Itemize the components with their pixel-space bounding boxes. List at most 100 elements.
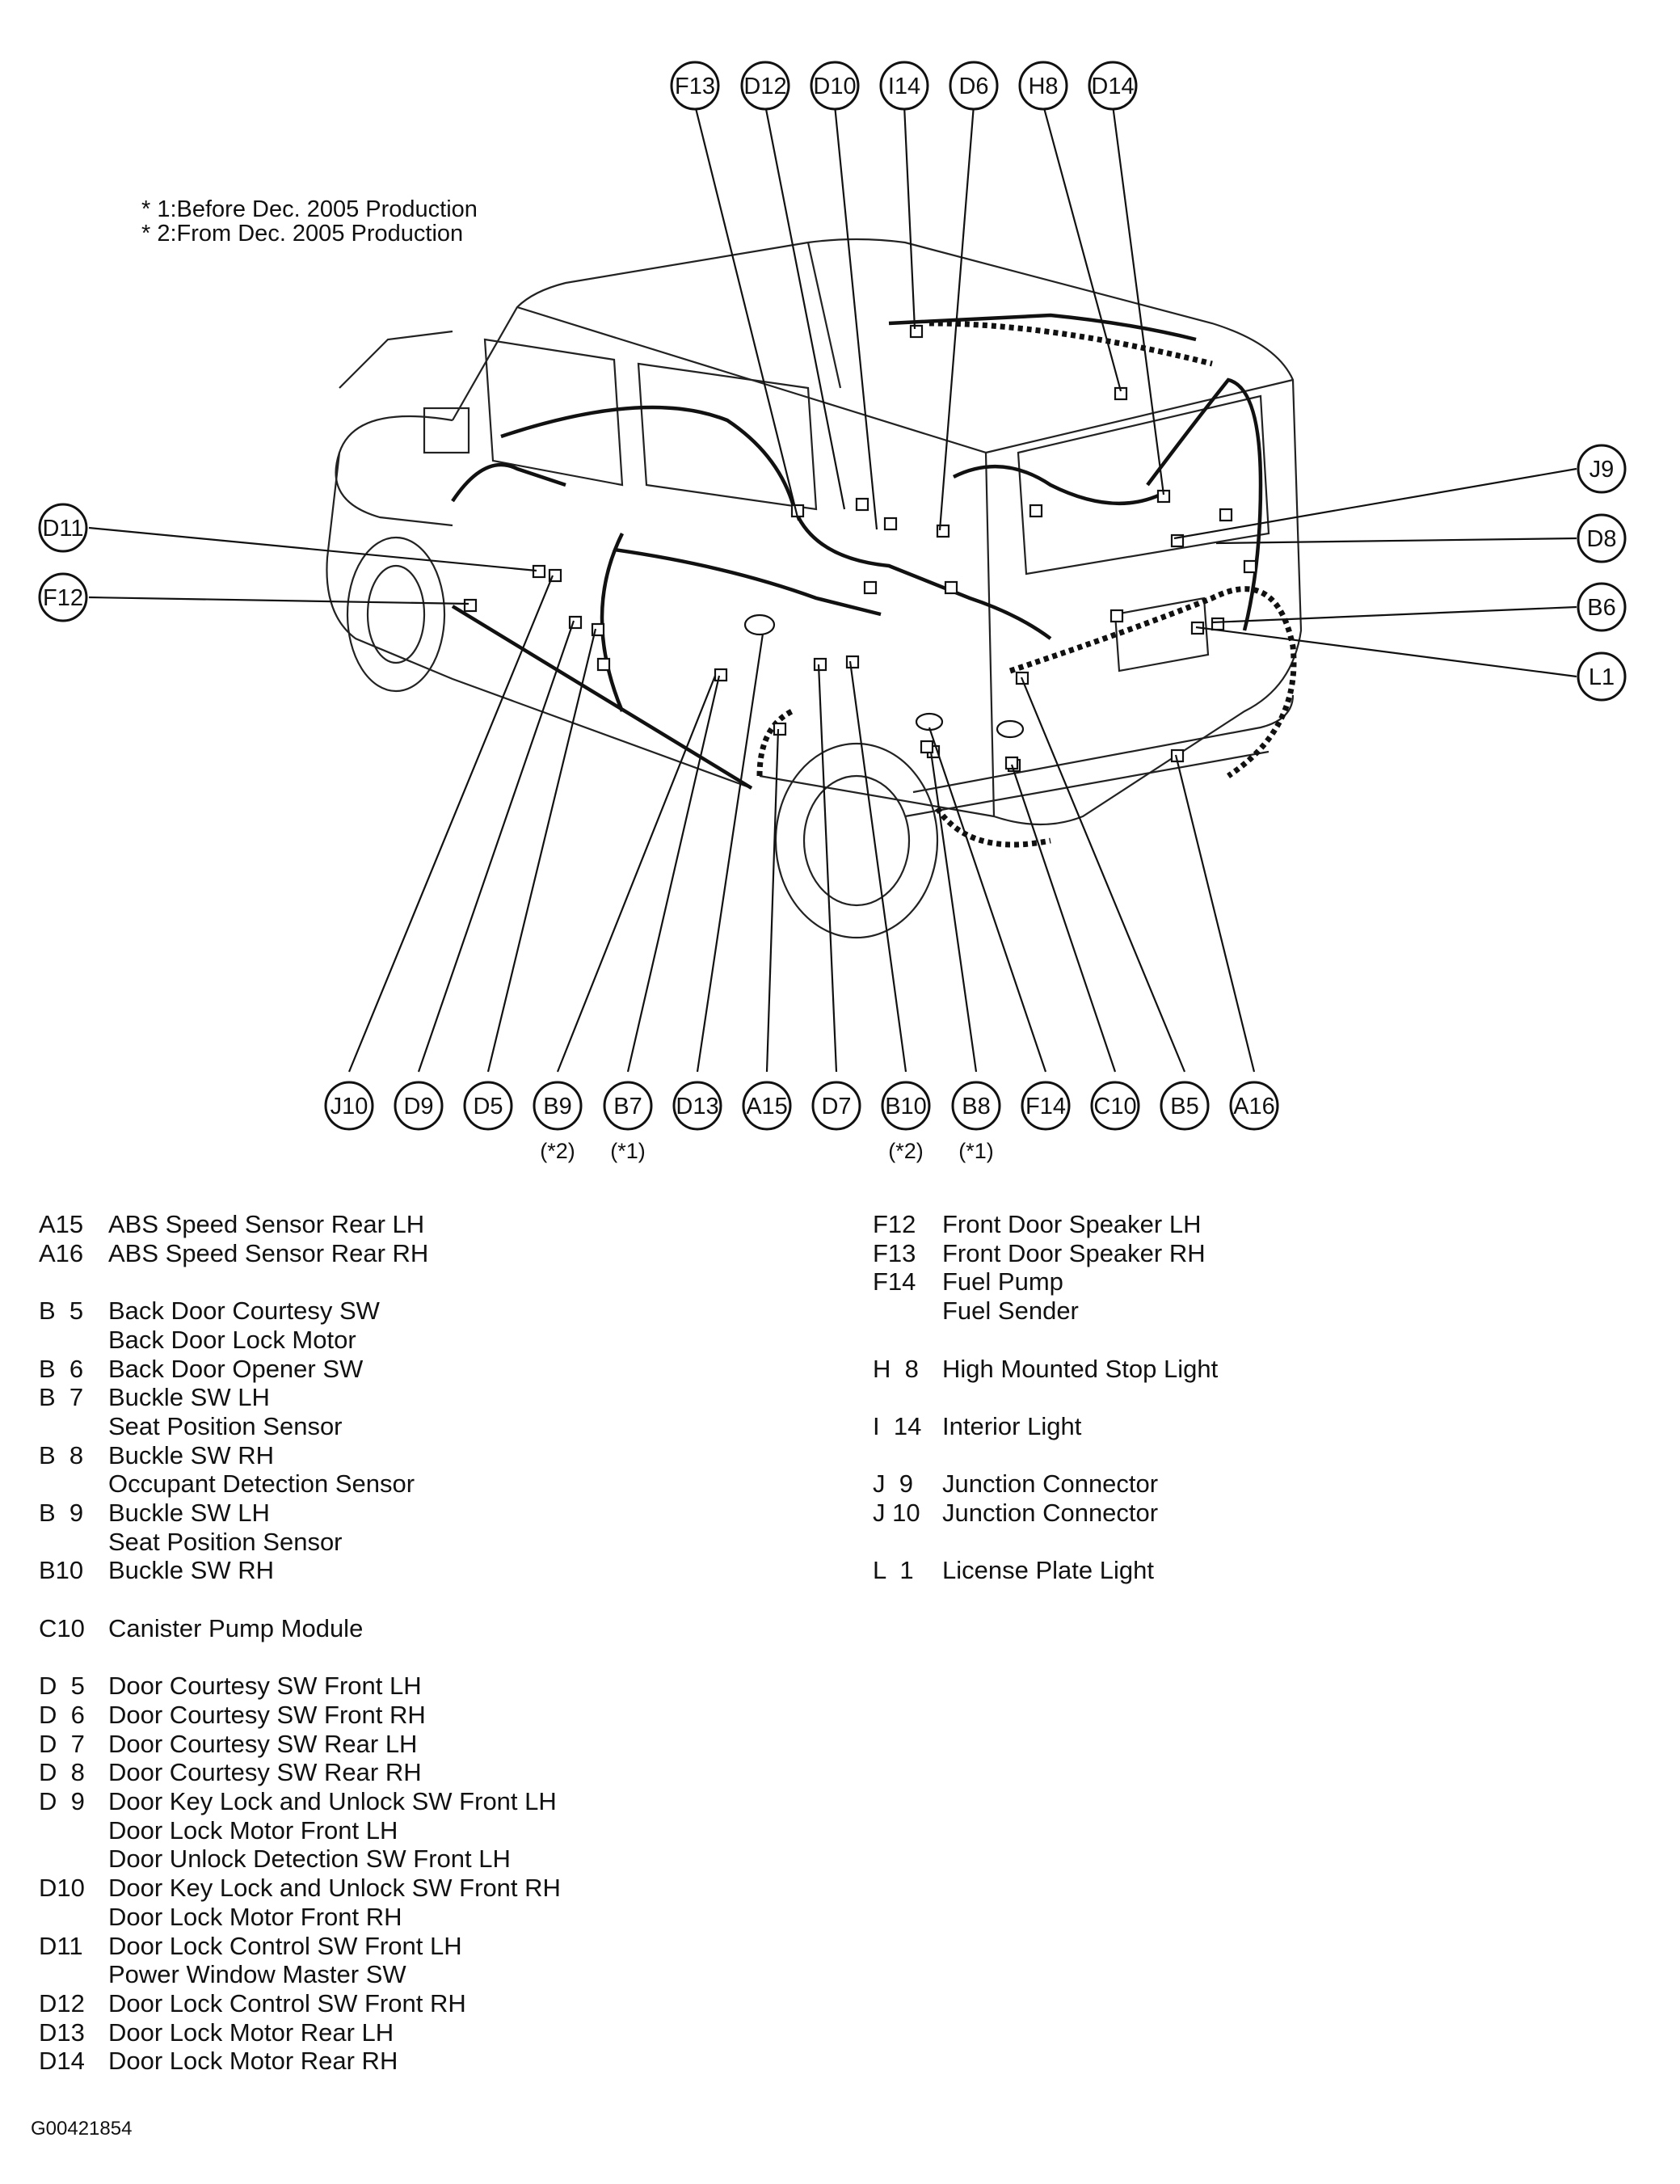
legend-names: Front Door Speaker RH bbox=[942, 1239, 1206, 1268]
callout-J10: J10 bbox=[324, 1081, 374, 1131]
callout-B10: B10(*2) bbox=[881, 1081, 931, 1163]
legend-names: Door Courtesy SW Rear LH bbox=[108, 1730, 417, 1759]
legend-code: I 14 bbox=[873, 1411, 922, 1440]
legend-code: B10 bbox=[39, 1556, 84, 1585]
callout-label: A16 bbox=[1233, 1094, 1275, 1119]
production-note: * 2:From Dec. 2005 Production bbox=[141, 221, 464, 247]
callout-D8: D8 bbox=[1577, 513, 1627, 563]
legend-gap bbox=[873, 1326, 1218, 1355]
legend-gap bbox=[39, 1267, 561, 1296]
callout-label: C10 bbox=[1093, 1094, 1136, 1119]
legend-entry: A16 ABS Speed Sensor Rear RH bbox=[39, 1239, 561, 1268]
callout-A15: A15 bbox=[742, 1081, 792, 1131]
legend-names: Front Door Speaker LH bbox=[942, 1210, 1201, 1239]
legend-component-name: Buckle SW RH bbox=[108, 1556, 274, 1585]
legend-component-name: ABS Speed Sensor Rear RH bbox=[108, 1238, 429, 1267]
callout-label: D5 bbox=[473, 1094, 503, 1119]
callout-note: (*1) bbox=[610, 1139, 646, 1163]
legend-component-name: Junction Connector bbox=[942, 1469, 1159, 1499]
legend-component-name: Door Lock Motor Front LH bbox=[108, 1815, 398, 1845]
callout-D10: D10 bbox=[810, 61, 860, 111]
legend-code: A15 bbox=[39, 1210, 84, 1238]
legend-names: Back Door Opener SW bbox=[108, 1355, 363, 1384]
callout-D14: D14 bbox=[1088, 61, 1138, 111]
callout-label: D9 bbox=[403, 1094, 433, 1119]
legend-code: B 8 bbox=[39, 1440, 84, 1469]
legend-names: Door Courtesy SW Front RH bbox=[108, 1701, 426, 1730]
legend-code: J 9 bbox=[873, 1469, 913, 1499]
legend-gap bbox=[873, 1383, 1218, 1412]
legend-component-name: Door Lock Control SW Front RH bbox=[108, 1988, 466, 2017]
legend-component-name: Seat Position Sensor bbox=[108, 1527, 343, 1556]
callout-B5: B5 bbox=[1160, 1081, 1210, 1131]
legend-component-name: Door Unlock Detection SW Front LH bbox=[108, 1845, 511, 1874]
callout-label: D10 bbox=[813, 74, 856, 99]
callout-label: B6 bbox=[1587, 595, 1615, 621]
callout-D11: D11 bbox=[38, 503, 88, 553]
callout-C10: C10 bbox=[1090, 1081, 1140, 1131]
legend-code: D14 bbox=[39, 2047, 85, 2076]
callout-label: L1 bbox=[1589, 664, 1615, 690]
legend-entry: I 14 Interior Light bbox=[873, 1412, 1218, 1441]
production-notes: * 1:Before Dec. 2005 Production * 2:From… bbox=[141, 197, 478, 246]
legend-code: L 1 bbox=[873, 1556, 914, 1585]
legend-component-name: Door Courtesy SW Front RH bbox=[108, 1700, 426, 1729]
legend-names: Canister Pump Module bbox=[108, 1614, 363, 1643]
legend-entry: D14 Door Lock Motor Rear RH bbox=[39, 2047, 561, 2076]
legend-code: A16 bbox=[39, 1238, 84, 1267]
legend-entry: J 9 Junction Connector bbox=[873, 1469, 1218, 1499]
legend-component-name: Door Courtesy SW Rear LH bbox=[108, 1729, 418, 1758]
callout-D13: D13 bbox=[672, 1081, 722, 1131]
callout-label: F12 bbox=[43, 585, 83, 611]
legend-component-name: Door Courtesy SW Rear RH bbox=[108, 1758, 422, 1787]
legend-code: J 10 bbox=[873, 1498, 920, 1527]
legend-names: High Mounted Stop Light bbox=[942, 1355, 1218, 1384]
legend-component-name: Door Lock Motor Rear LH bbox=[108, 2017, 394, 2047]
callout-B9: B9(*2) bbox=[533, 1081, 583, 1163]
legend-code: D 6 bbox=[39, 1700, 85, 1729]
callout-D7: D7 bbox=[811, 1081, 861, 1131]
legend-component-name: Door Lock Control SW Front LH bbox=[108, 1931, 462, 1960]
callout-label: H8 bbox=[1028, 74, 1058, 99]
legend-component-name: Back Door Courtesy SW bbox=[108, 1296, 380, 1326]
legend-names: Interior Light bbox=[942, 1412, 1081, 1441]
legend-code: D 7 bbox=[39, 1729, 85, 1758]
callout-H8: H8 bbox=[1018, 61, 1068, 111]
legend-names: ABS Speed Sensor Rear LH bbox=[108, 1210, 424, 1239]
callout-note: (*1) bbox=[958, 1139, 994, 1163]
legend-names: Door Lock Motor Rear RH bbox=[108, 2047, 398, 2076]
legend-component-name: Occupant Detection Sensor bbox=[108, 1469, 415, 1499]
vehicle-body bbox=[326, 238, 1303, 939]
legend-names: Door Lock Control SW Front RH bbox=[108, 1989, 466, 2018]
legend-component-name: Seat Position Sensor bbox=[108, 1411, 343, 1440]
legend-entry: B10 Buckle SW RH bbox=[39, 1556, 561, 1585]
legend-component-name: Front Door Speaker RH bbox=[942, 1238, 1206, 1267]
callout-J9: J9 bbox=[1577, 444, 1627, 494]
legend-gap bbox=[873, 1528, 1218, 1557]
legend-gap bbox=[39, 1585, 561, 1614]
legend-component-name: Door Key Lock and Unlock SW Front RH bbox=[108, 1874, 561, 1903]
callout-note: (*2) bbox=[888, 1139, 924, 1163]
callout-label: D8 bbox=[1586, 526, 1616, 552]
callout-note: (*2) bbox=[540, 1139, 575, 1163]
legend-code: B 6 bbox=[39, 1354, 84, 1383]
callout-D9: D9 bbox=[394, 1081, 444, 1131]
legend-component-name: Junction Connector bbox=[942, 1498, 1159, 1527]
callout-label: F13 bbox=[675, 74, 715, 99]
legend-component-name: Door Lock Motor Front RH bbox=[108, 1902, 402, 1931]
legend-component-name: Buckle SW LH bbox=[108, 1383, 270, 1412]
callout-label: D12 bbox=[743, 74, 786, 99]
legend-entry: B 6 Back Door Opener SW bbox=[39, 1355, 561, 1384]
legend-component-name: Back Door Lock Motor bbox=[108, 1325, 356, 1354]
